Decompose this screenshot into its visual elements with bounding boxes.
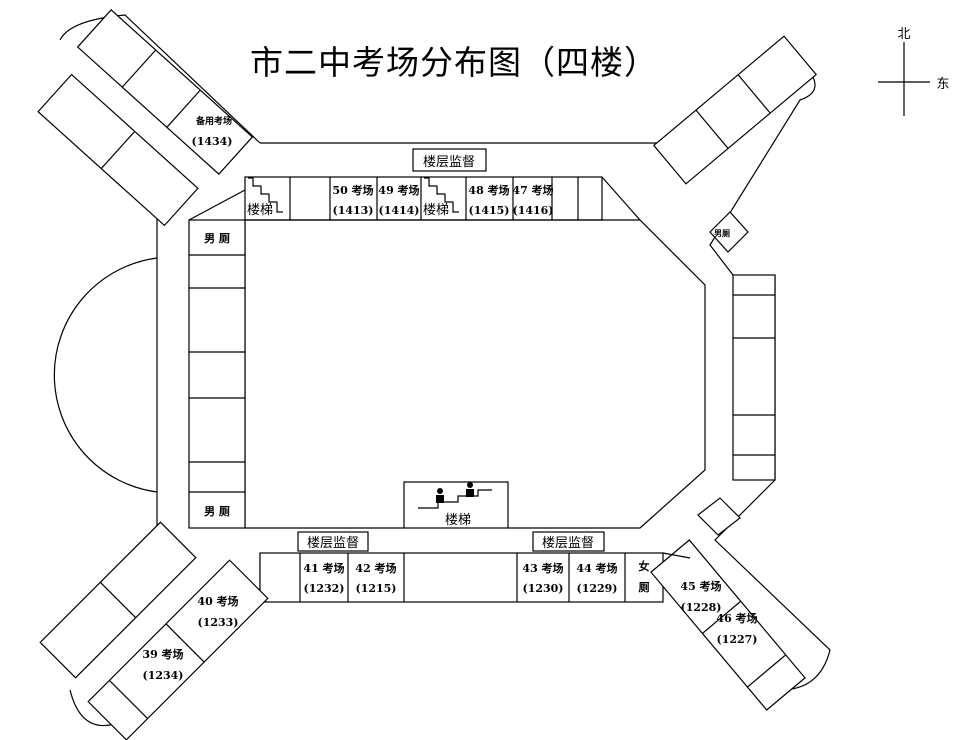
room-42-name: 42 考场 — [355, 561, 396, 575]
room-44-name: 44 考场 — [576, 561, 617, 575]
top-right-wing — [652, 35, 818, 185]
room-40-name: 40 考场 — [197, 594, 238, 608]
mens-restroom-label: 男 厕 — [204, 505, 230, 518]
floor-supervisor-box-bottom-right — [532, 531, 605, 552]
top-left-wing-inner — [37, 73, 199, 227]
stairs-label: 楼梯 — [247, 203, 273, 218]
stairs-label: 楼梯 — [423, 203, 449, 218]
spare-room-name: 备用考场 — [195, 115, 232, 127]
room-42-code: (1215) — [355, 582, 396, 595]
bottom-left-wing — [87, 559, 269, 740]
bottom-left-wing-outer — [39, 521, 197, 679]
floor-supervisor-label: 楼层监督 — [542, 536, 594, 551]
room-45-name: 45 考场 — [680, 579, 721, 593]
floor-supervisor-label: 楼层监督 — [307, 536, 359, 551]
bottom-right-wing — [650, 539, 806, 711]
left-room-strip — [188, 219, 246, 529]
room-41-name: 41 考场 — [303, 561, 344, 575]
floor-supervisor-label: 楼层监督 — [423, 155, 475, 170]
room-44-code: (1229) — [576, 582, 617, 595]
room-49-name: 49 考场 — [378, 183, 419, 197]
room-50-name: 50 考场 — [332, 183, 373, 197]
room-39-code: (1234) — [142, 669, 183, 682]
room-50-code: (1413) — [332, 204, 373, 217]
compass-north-label: 北 — [897, 27, 910, 42]
womens-restroom-label: 女 — [639, 559, 650, 573]
room-45-code: (1228) — [680, 601, 721, 614]
floor-supervisor-box-top — [412, 148, 487, 172]
mens-restroom-label: 男 厕 — [204, 232, 230, 245]
room-43-name: 43 考场 — [522, 561, 563, 575]
room-47-code: (1416) — [512, 204, 553, 217]
room-46-code: (1227) — [716, 633, 757, 646]
room-48-code: (1415) — [468, 204, 509, 217]
room-49-code: (1414) — [378, 204, 419, 217]
room-46-name: 46 考场 — [716, 611, 757, 625]
top-room-strip — [188, 176, 641, 221]
bottom-room-strip — [259, 552, 664, 603]
compass-east-label: 东 — [936, 77, 949, 92]
page-title: 市二中考场分布图（四楼） — [250, 43, 658, 82]
stairs-icon — [418, 482, 492, 509]
mens-restroom-small-label: 男厕 — [714, 228, 730, 238]
room-41-code: (1232) — [303, 582, 344, 595]
room-40-code: (1233) — [197, 616, 238, 629]
room-39-name: 39 考场 — [142, 647, 183, 661]
top-left-wing — [76, 9, 254, 175]
stairs-label: 楼梯 — [445, 513, 471, 528]
spare-room-code: (1434) — [191, 135, 232, 148]
room-48-name: 48 考场 — [468, 183, 509, 197]
wing-connector — [662, 552, 691, 559]
room-43-code: (1230) — [522, 582, 563, 595]
right-room-strip — [697, 211, 776, 536]
compass-icon: 北 东 — [878, 27, 950, 116]
floor-supervisor-box-bottom-left — [297, 531, 369, 552]
womens-restroom-label: 厕 — [639, 581, 650, 594]
room-47-name: 47 考场 — [512, 183, 553, 197]
